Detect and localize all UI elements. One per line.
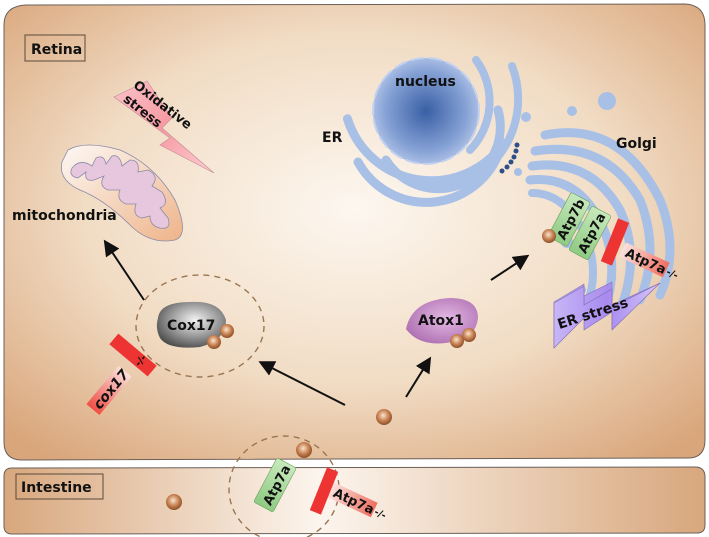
copper-ion xyxy=(376,409,392,425)
copper-ion xyxy=(296,442,312,458)
copper-ion xyxy=(220,324,234,338)
intestine-label: Intestine xyxy=(21,480,92,496)
arrow-to-atox1 xyxy=(405,356,432,398)
atp7a-ko-intestine-suffix: -/- xyxy=(372,507,387,522)
mitochondria-label: mitochondria xyxy=(12,208,117,224)
copper-ion xyxy=(542,229,556,243)
copper-ion xyxy=(450,334,464,348)
copper-ion xyxy=(462,328,476,342)
atp7a-ko-golgi-suffix: -/- xyxy=(664,267,679,282)
ribosomes xyxy=(499,142,520,174)
inhibition-bar xyxy=(109,333,157,377)
atox1-label: Atox1 xyxy=(418,313,464,329)
inhibition-bar xyxy=(600,218,630,266)
retina-label-box: Retina xyxy=(24,34,86,62)
inhibition-bar xyxy=(309,467,339,515)
cox17-label: Cox17 xyxy=(167,318,215,334)
nucleus: nucleus xyxy=(372,57,480,165)
copper-ion xyxy=(166,494,182,510)
mitochondria xyxy=(61,144,183,242)
arrow-to-golgi xyxy=(490,254,530,281)
golgi-label: Golgi xyxy=(616,136,657,152)
er-label: ER xyxy=(322,130,343,146)
copper-ion xyxy=(207,335,221,349)
intestine-label-box: Intestine xyxy=(15,473,104,500)
nucleus-label: nucleus xyxy=(395,74,456,90)
arrow-to-mitochondria xyxy=(103,239,145,301)
retina-label: Retina xyxy=(31,42,82,58)
er-membranes xyxy=(342,56,531,207)
atox1-protein: Atox1 xyxy=(406,298,478,344)
atp7a-intestine: Atp7a xyxy=(253,458,297,512)
arrow-to-cox17 xyxy=(258,361,346,406)
cox17-vesicle xyxy=(135,274,265,378)
cox17-protein: Cox17 xyxy=(156,301,226,348)
